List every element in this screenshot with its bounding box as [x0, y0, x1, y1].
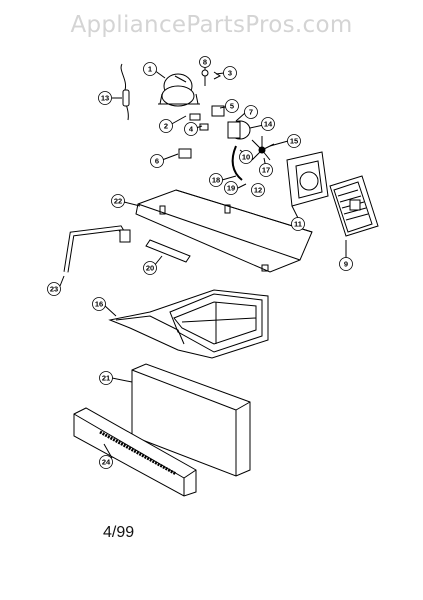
svg-text:3: 3: [228, 69, 232, 78]
callout-6: 6: [150, 154, 164, 168]
callout-7: 7: [244, 105, 258, 119]
callout-13: 13: [98, 91, 112, 105]
svg-text:23: 23: [50, 285, 58, 294]
svg-text:5: 5: [230, 102, 234, 111]
svg-text:17: 17: [262, 166, 270, 175]
condenser-part: [329, 175, 379, 237]
callout-10: 10: [239, 150, 253, 164]
compressor-part: [158, 73, 200, 107]
callout-14: 14: [261, 117, 275, 131]
callout-12: 12: [251, 183, 265, 197]
callout-11: 11: [291, 217, 305, 231]
callout-17: 17: [259, 163, 273, 177]
drain-tube-part: [63, 225, 131, 273]
callout-19: 19: [224, 181, 238, 195]
fan-blade-part: [251, 136, 275, 161]
svg-text:14: 14: [264, 120, 273, 129]
machine-cover-part: [135, 189, 313, 273]
svg-text:19: 19: [227, 184, 235, 193]
watermark: AppliancePartsPros.com: [70, 12, 353, 38]
date-code: 4/99: [103, 524, 135, 541]
svg-text:8: 8: [203, 58, 207, 67]
callout-23: 23: [47, 282, 61, 296]
callout-5: 5: [225, 99, 239, 113]
toe-grille-part: [73, 407, 197, 497]
svg-text:1: 1: [148, 65, 152, 74]
svg-text:20: 20: [146, 264, 154, 273]
svg-text:18: 18: [212, 176, 220, 185]
svg-text:12: 12: [254, 186, 262, 195]
callout-1: 1: [143, 62, 157, 76]
callout-16: 16: [92, 297, 106, 311]
callout-18: 18: [209, 173, 223, 187]
svg-text:13: 13: [101, 94, 109, 103]
callout-15: 15: [287, 134, 301, 148]
callout-9: 9: [339, 257, 353, 271]
callout-20: 20: [143, 261, 157, 275]
callout-21: 21: [99, 371, 113, 385]
callout-8: 8: [199, 56, 211, 68]
callout-22: 22: [111, 194, 125, 208]
svg-text:2: 2: [164, 122, 168, 131]
svg-text:9: 9: [344, 260, 348, 269]
svg-text:4: 4: [189, 125, 194, 134]
svg-text:21: 21: [102, 374, 110, 383]
svg-text:16: 16: [95, 300, 103, 309]
svg-text:24: 24: [102, 458, 111, 467]
svg-text:11: 11: [294, 220, 302, 229]
drain-pan-part: [108, 289, 269, 359]
svg-text:15: 15: [290, 137, 298, 146]
svg-text:7: 7: [249, 108, 253, 117]
svg-text:10: 10: [242, 153, 250, 162]
callout-3: 3: [223, 66, 237, 80]
svg-text:22: 22: [114, 197, 122, 206]
callout-2: 2: [159, 119, 173, 133]
fan-shroud-part: [286, 151, 329, 207]
callout-4: 4: [184, 122, 198, 136]
callout-24: 24: [99, 455, 113, 469]
svg-text:6: 6: [155, 157, 159, 166]
